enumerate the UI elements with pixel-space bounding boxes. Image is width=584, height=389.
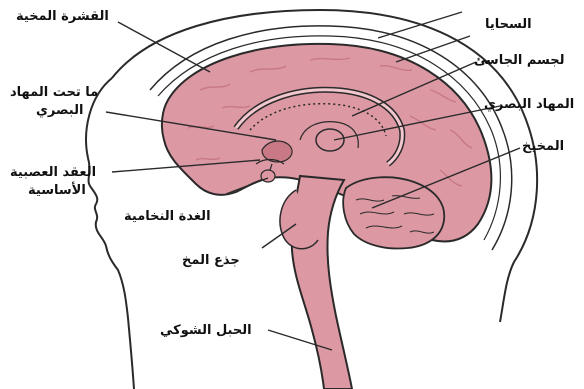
label-cerebellum: المخيخ	[522, 138, 564, 155]
label-spinal-cord: الحبل الشوكي	[160, 322, 252, 339]
label-brainstem: جذع المخ	[182, 252, 240, 269]
head-profile-outline	[86, 78, 134, 389]
label-basal-ganglia-line2: الأساسية	[28, 182, 86, 199]
label-meninges: السحايا	[485, 16, 532, 33]
leader-cortex	[118, 22, 210, 72]
label-thalamus: المهاد البصري	[484, 96, 574, 113]
thalamus	[316, 129, 344, 151]
label-cortex: القشرة المخية	[16, 8, 109, 25]
label-hypothalamus-line1: ما تحت المهاد	[10, 84, 98, 101]
label-pituitary: الغدة النخامية	[124, 208, 211, 225]
label-basal-ganglia-line1: العقد العصبية	[10, 164, 96, 181]
hypothalamus	[262, 141, 292, 162]
label-hypothalamus-line2: البصري	[36, 102, 83, 119]
label-corpus-callosum: لجسم الجاسئ	[474, 52, 565, 69]
